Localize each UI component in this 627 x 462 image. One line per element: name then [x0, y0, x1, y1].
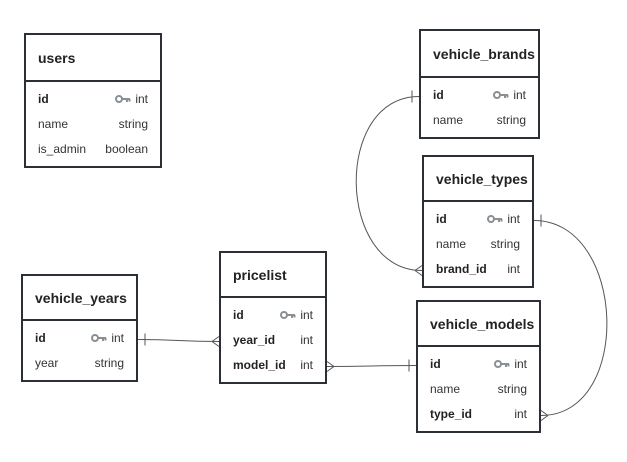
relation-line[interactable] [137, 339, 220, 342]
field-row[interactable]: id int [26, 86, 160, 111]
key-icon [280, 310, 296, 319]
field-row[interactable]: id int [23, 325, 136, 350]
relation-line[interactable] [326, 365, 417, 367]
field-name: name [430, 381, 461, 396]
field-name: name [38, 116, 69, 131]
field-type: string [491, 237, 520, 251]
field-name: id [233, 307, 244, 322]
field-name: name [433, 112, 464, 127]
field-name: id [430, 356, 441, 371]
field-type: int [115, 92, 148, 106]
field-type-label: int [514, 356, 527, 371]
field-name: brand_id [436, 261, 487, 276]
field-name: year [35, 355, 59, 370]
field-row[interactable]: brand_id int [424, 256, 532, 281]
field-type-label: int [300, 307, 313, 322]
field-type: int [514, 407, 527, 421]
field-type-label: int [507, 261, 520, 276]
field-type-label: string [490, 236, 520, 251]
field-name: id [436, 211, 447, 226]
field-type-label: string [496, 112, 526, 127]
field-row[interactable]: id int [421, 82, 538, 107]
field-name: id [38, 91, 49, 106]
relation-line[interactable] [355, 96, 423, 271]
field-row[interactable]: type_id int [418, 401, 539, 426]
field-row[interactable]: model_id int [221, 352, 325, 377]
field-type: string [95, 356, 124, 370]
field-type: int [507, 262, 520, 276]
field-type: int [494, 357, 527, 371]
key-icon [487, 214, 503, 223]
relation-2[interactable] [533, 214, 608, 421]
field-row[interactable]: year_id int [221, 327, 325, 352]
field-type-label: int [507, 211, 520, 226]
field-type: boolean [105, 142, 148, 156]
field-type: string [498, 382, 527, 396]
field-row[interactable]: id int [221, 302, 325, 327]
relation-line[interactable] [533, 220, 608, 416]
field-type-label: string [118, 116, 148, 131]
relation-3[interactable] [137, 333, 220, 347]
key-icon [494, 359, 510, 368]
field-row[interactable]: name string [418, 376, 539, 401]
key-icon [115, 94, 131, 103]
field-type: int [487, 212, 520, 226]
field-name: type_id [430, 406, 473, 421]
field-type-label: string [497, 381, 527, 396]
field-row[interactable]: name string [424, 231, 532, 256]
field-type-label: int [300, 332, 313, 347]
table-header[interactable]: vehicle_brands [421, 31, 538, 78]
field-type-label: string [94, 355, 124, 370]
field-name: id [433, 87, 444, 102]
field-row[interactable]: id int [424, 206, 532, 231]
field-type-label: int [514, 406, 527, 421]
field-row[interactable]: year string [23, 350, 136, 375]
field-type: int [280, 308, 313, 322]
field-type: int [300, 358, 313, 372]
table-header[interactable]: users [26, 35, 160, 82]
table-header[interactable]: vehicle_models [418, 302, 539, 347]
relation-4[interactable] [326, 359, 417, 372]
field-row[interactable]: is_admin boolean [26, 136, 160, 161]
field-type: int [300, 333, 313, 347]
table-header[interactable]: vehicle_types [424, 157, 532, 202]
field-row[interactable]: id int [418, 351, 539, 376]
field-type: string [497, 113, 526, 127]
field-row[interactable]: name string [421, 107, 538, 132]
field-type-label: boolean [105, 141, 148, 156]
field-type-label: int [135, 91, 148, 106]
field-type-label: int [513, 87, 526, 102]
field-name: name [436, 236, 467, 251]
table-header[interactable]: pricelist [221, 253, 325, 298]
field-name: id [35, 330, 46, 345]
table-header[interactable]: vehicle_years [23, 276, 136, 321]
key-icon [493, 90, 509, 99]
field-type: int [91, 331, 124, 345]
table-users[interactable]: users id int name string is_admin boolean [24, 33, 162, 168]
field-type: int [493, 88, 526, 102]
field-type-label: int [111, 330, 124, 345]
field-name: model_id [233, 357, 286, 372]
field-row[interactable]: name string [26, 111, 160, 136]
field-name: year_id [233, 332, 276, 347]
field-name: is_admin [38, 141, 87, 156]
key-icon [91, 333, 107, 342]
field-type-label: int [300, 357, 313, 372]
relation-1[interactable] [355, 90, 423, 276]
field-type: string [119, 117, 148, 131]
